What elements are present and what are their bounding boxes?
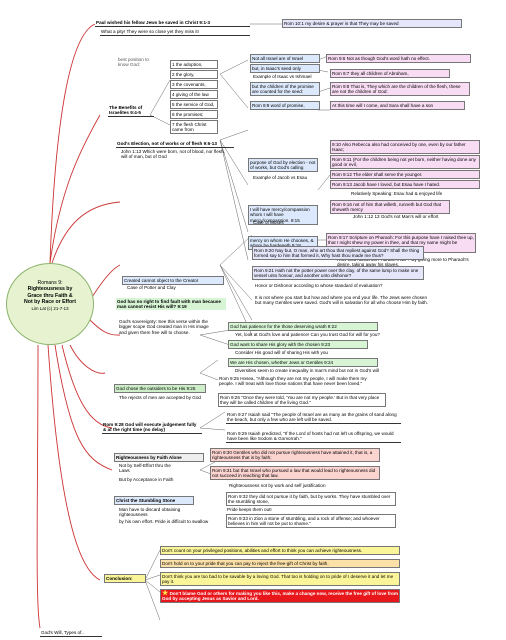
rom9-6-note[interactable]: Rom 9:6 Not as though God's word hath no…: [326, 54, 471, 63]
judgment-node[interactable]: Rom 9:28 God will execute judgement full…: [102, 421, 202, 435]
jacob-esau-example[interactable]: Example of Jacob vs Esau: [253, 174, 308, 180]
pride-keeps-note[interactable]: Pride keeps them out!: [227, 506, 272, 512]
not-by-work-note[interactable]: Righteousness not by work and self justi…: [229, 482, 326, 488]
faith-alone-node[interactable]: Righteousness by Faith Alone: [114, 453, 204, 462]
glory-note[interactable]: Consider His good will of sharing His wi…: [235, 349, 328, 355]
rom9-13-note[interactable]: Rom 9:13 Jacob have I loved, but Esau ha…: [330, 180, 480, 189]
relatively-speaking-note[interactable]: Relatively Speaking: Esau had & enjoyed …: [351, 190, 443, 196]
benefit-item-3[interactable]: 3 the covenants,: [170, 80, 218, 89]
election-node[interactable]: God's Election, not of works or of flesh…: [116, 140, 234, 148]
not-self-effort-note[interactable]: Not by Self-Effort thru the Laws: [119, 462, 171, 474]
root-line-3: Grace thru Faith &: [27, 292, 73, 299]
not-all-israel-node[interactable]: Not all Israel are of Israel: [250, 54, 320, 63]
conclusion-item-4[interactable]: ★ Don't blame God or others for making y…: [160, 589, 400, 604]
acceptance-faith-note[interactable]: But by Acceptance in Faith: [119, 476, 174, 482]
root-line-5: Lim Lat (c) 21-7-13: [31, 305, 69, 311]
rom9-25-note[interactable]: Rom 9:25 Hosea, "Although they are not m…: [219, 375, 367, 387]
patience-note[interactable]: Yet, look at God's love and patience! Ca…: [235, 331, 380, 337]
discard-righteousness-note[interactable]: Man have to discard obtaining righteousn…: [119, 506, 181, 518]
god-no-fault-node[interactable]: God has no right to find fault with man …: [116, 298, 226, 311]
rom9-16-note[interactable]: Rom 9:16 not of him that willeth, runnet…: [330, 200, 450, 215]
share-glory-node[interactable]: God want to share His glory with the cho…: [228, 340, 368, 349]
isaac-seed-node[interactable]: but, in Isaac's seed only: [250, 64, 320, 73]
root-topic-node[interactable]: Romans 9: Righteousness by Grace thru Fa…: [6, 263, 94, 345]
rejects-accepted-note[interactable]: The rejects of men are accepted by God: [119, 394, 201, 400]
benefit-item-4[interactable]: 4 giving of the law: [170, 90, 218, 99]
rom9-30-note[interactable]: Rom 9:30 Gentiles who did not pursue rig…: [210, 448, 380, 463]
root-line-1: Romans 9:: [37, 280, 63, 286]
rom9-31-note[interactable]: Rom 9:31 but that Israel who pursued a l…: [210, 466, 380, 481]
potter-clay-note[interactable]: Case of Potter and Clay: [127, 284, 176, 290]
created-cannot-object-node[interactable]: Created cannot object to the Creator: [122, 276, 224, 285]
rom9-7-note[interactable]: Rom 9:7 they all children of Abraham,: [330, 69, 450, 78]
john-1-12-note[interactable]: John 1:12 13 God's not Man's will or eff…: [353, 213, 439, 219]
benefit-item-5[interactable]: 5 the service of God,: [170, 100, 218, 109]
isaac-example[interactable]: Example of Isaac vs Ishmael: [253, 73, 312, 79]
rom9-27-note[interactable]: Rom 9:27 Isaiah said "The people of Isra…: [226, 411, 401, 425]
benefits-node[interactable]: The Benefits of Israelites 9:4-5: [108, 104, 154, 118]
rom9-33-note[interactable]: Rom 9:33 in Zion a stone of stumbling, a…: [226, 514, 396, 529]
purpose-of-god-node[interactable]: purpose of God by election - not of work…: [248, 158, 318, 173]
paul-pity-node[interactable]: What a pity! They were so close yet they…: [100, 28, 250, 36]
root-line-2: Righteousness by: [27, 286, 73, 293]
pride-difficult-note[interactable]: by his own effort. Pride is difficult to…: [119, 518, 209, 524]
rom10-1-note[interactable]: Rom 10:1 my desire & prayer is that They…: [282, 19, 462, 28]
conclusion-item-2[interactable]: Don't hold on to your pride that you can…: [160, 559, 400, 568]
benefit-item-2[interactable]: 2 the glory,: [170, 70, 218, 79]
best-position-note: best position to know God:: [118, 56, 149, 68]
root-line-4: Not by Race or Effort: [24, 299, 76, 306]
sovereignty-note[interactable]: God's sovereignty: See this verse within…: [119, 318, 209, 335]
rom9-32-note[interactable]: Rom 9:32 they did not pursue it by faith…: [226, 492, 396, 507]
rom9-29-note[interactable]: Rom 9:29 Isaiah predicted, "If the Lord …: [226, 430, 401, 444]
mercy-compassion-node[interactable]: I will have mercy/compassion whom I will…: [248, 205, 318, 225]
benefit-item-7[interactable]: 7 the flesh Christ came from: [170, 120, 218, 135]
moses-example[interactable]: Case of Moses: [253, 219, 284, 225]
benefit-item-6[interactable]: 6 the promises;: [170, 110, 218, 119]
diversities-note[interactable]: Diversities seem to create inequality in…: [235, 367, 379, 373]
honor-explanation-note[interactable]: It is not where you start but how and wh…: [255, 294, 428, 306]
rom9-21-note[interactable]: Rom 9:21 Hath not the potter power over …: [252, 266, 424, 281]
rom9-12-note[interactable]: Rom 9:12 The elder shall serve the young…: [330, 170, 480, 179]
chosen-jews-gentiles-node[interactable]: We are His chosen, whether Jews or Genti…: [228, 358, 378, 367]
stumbling-stone-node[interactable]: Christ the Stumbling Stone: [114, 496, 194, 505]
star-icon: ★: [162, 589, 169, 597]
conclusion-node[interactable]: Conclusion:: [104, 574, 146, 583]
rom9-11-note[interactable]: Rom 9:11 (For the children being not yet…: [330, 155, 480, 170]
conclusion-item-4-text: Don't blame God or others for making you…: [162, 590, 398, 602]
conclusion-item-1[interactable]: Don't count on your privileged positions…: [160, 546, 400, 555]
rom9-20-note[interactable]: Rom 9:20 Nay but, O man, who art thou th…: [252, 246, 424, 261]
benefit-item-1[interactable]: 1 the adoption,: [170, 60, 218, 69]
gods-will-types-node[interactable]: God's Will, Types of..: [40, 629, 102, 637]
children-of-promise-node[interactable]: but the children of the promise are coun…: [250, 82, 320, 97]
conclusion-item-3[interactable]: Don't think you are too bad to be savabl…: [160, 572, 400, 587]
paul-wish-node[interactable]: Paul wished his fellow Jews be saved in …: [95, 19, 250, 27]
outsiders-node[interactable]: God chose the outsiders to be His 9:25: [114, 384, 206, 393]
rom9-8-note[interactable]: Rom 9:8 That is, They which are the chil…: [330, 82, 470, 97]
john-1-13-note[interactable]: John 1:13 Which were born, not of blood,…: [121, 148, 225, 160]
rom9-10-note[interactable]: 9:10 Also Rebecca also had conceived by …: [330, 140, 480, 155]
rom9-26-note[interactable]: Rom 9:26 "Once they were told, 'You are …: [218, 393, 386, 408]
rom9-9-note[interactable]: At this time will I come, and Sara shall…: [330, 101, 465, 110]
word-of-promise-node[interactable]: Rom 9:9 word of promise,: [250, 101, 320, 110]
honor-dishonor-note[interactable]: Honor or Dishonor according to whose sta…: [255, 282, 383, 288]
god-patience-node[interactable]: God has patience for the those deserving…: [228, 322, 378, 331]
